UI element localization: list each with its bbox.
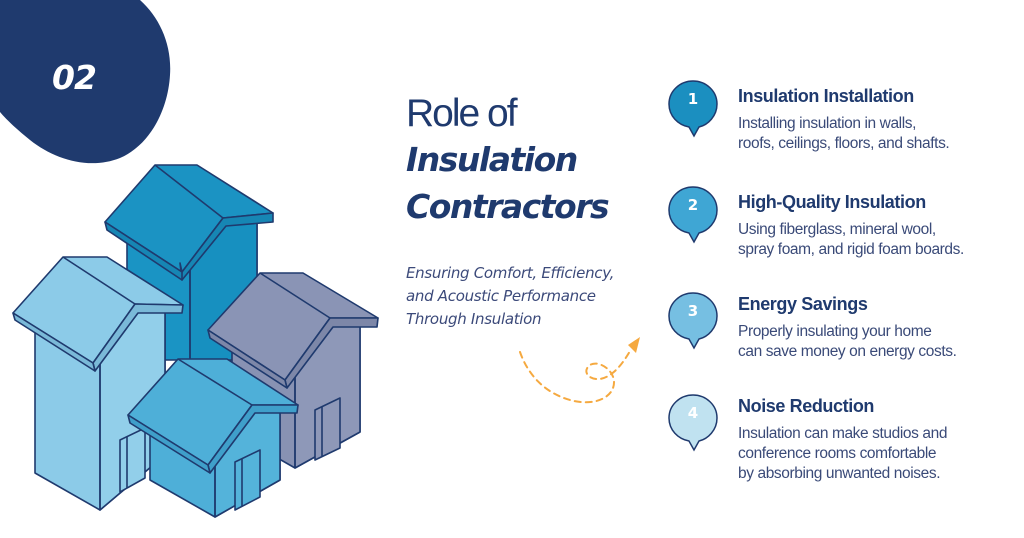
subtitle-line: Ensuring Comfort, Efficiency,	[406, 264, 615, 282]
item-description: Using fiberglass, mineral wool, spray fo…	[738, 220, 1018, 260]
item-description: Insulation can make studios and conferen…	[738, 424, 1018, 484]
subtitle-line: and Acoustic Performance	[406, 287, 596, 305]
title-block: Role of Insulation Contractors	[406, 92, 666, 230]
item-description-line: roofs, ceilings, floors, and shafts.	[738, 135, 950, 152]
page-title-line3: Contractors	[406, 187, 610, 226]
item-title: Noise Reduction	[738, 396, 875, 416]
item-number: 2	[687, 196, 699, 214]
page-title-line2: Insulation	[406, 140, 578, 179]
gray-house	[207, 272, 379, 469]
map-pin-icon	[668, 186, 718, 244]
item-description-line: Insulation can make studios and	[738, 425, 948, 442]
item-number: 3	[687, 302, 699, 320]
item-title: Energy Savings	[738, 294, 868, 314]
light-house	[12, 256, 184, 511]
houses-icon	[12, 164, 379, 518]
badge-blob-shape	[0, 0, 171, 164]
subtitle: Ensuring Comfort, Efficiency, and Acoust…	[406, 262, 656, 331]
map-pin-icon	[668, 80, 718, 138]
item-title: High-Quality Insulation	[738, 192, 926, 212]
item-description: Installing insulation in walls, roofs, c…	[738, 114, 1018, 154]
dashed-curly-arrow-icon	[519, 337, 640, 404]
item-number: 4	[687, 404, 699, 422]
subtitle-line: Through Insulation	[406, 310, 542, 328]
item-description: Properly insulating your home can save m…	[738, 322, 1018, 362]
item-description-line: Using fiberglass, mineral wool,	[738, 221, 936, 238]
page-title-line1: Role of	[406, 92, 518, 135]
section-number: 02	[52, 58, 97, 97]
item-description-line: can save money on energy costs.	[738, 343, 957, 360]
item-description-line: spray foam, and rigid foam boards.	[738, 241, 964, 258]
map-pin-icon	[668, 292, 718, 350]
item-title: Insulation Installation	[738, 86, 914, 106]
item-description-line: Installing insulation in walls,	[738, 115, 917, 132]
front-house	[127, 358, 299, 518]
item-description-line: conference rooms comfortable	[738, 445, 937, 462]
map-pin-icon	[668, 394, 718, 452]
item-description-line: Properly insulating your home	[738, 323, 932, 340]
item-description-line: by absorbing unwanted noises.	[738, 465, 941, 482]
item-number: 1	[687, 90, 699, 108]
